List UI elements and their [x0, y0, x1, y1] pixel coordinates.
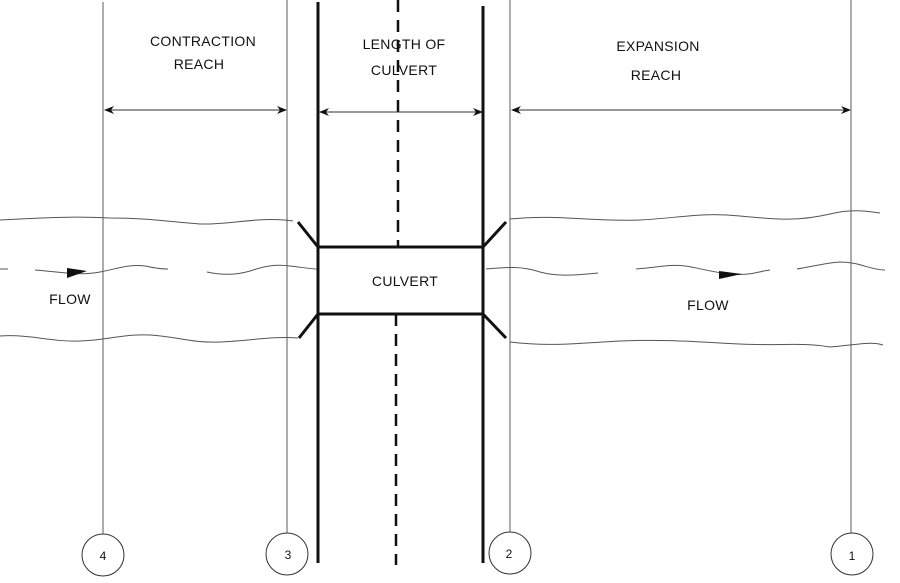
channel-bank-left-top — [0, 216, 294, 225]
culvert-label: CULVERT — [372, 273, 438, 289]
cross-section-marker-4: 4 — [81, 533, 125, 577]
channel-bank-right-bottom — [509, 339, 884, 348]
wingwall-upstream-top — [296, 221, 320, 248]
cross-section-label: 2 — [506, 547, 513, 561]
cross-section-marker-3: 3 — [265, 532, 309, 576]
flow-line-segment — [635, 264, 771, 275]
culvert-length-label-2: CULVERT — [371, 62, 437, 78]
cross-section-label: 4 — [100, 549, 107, 563]
flow-arrow-right — [719, 271, 742, 279]
expansion-reach-label-2: REACH — [631, 67, 682, 83]
expansion-reach-label: EXPANSION — [616, 38, 699, 54]
flow-label-left: FLOW — [49, 291, 91, 307]
culvert-length-label: LENGTH OF — [363, 36, 446, 52]
cross-section-marker-1: 1 — [830, 532, 874, 576]
flow-line-segment — [206, 264, 318, 275]
contraction-reach-label-2: REACH — [174, 56, 225, 72]
contraction-reach-label: CONTRACTION — [150, 33, 256, 49]
cross-section-marker-2: 2 — [488, 531, 532, 575]
flow-label-right: FLOW — [687, 297, 729, 313]
wingwall-downstream-bottom — [481, 312, 508, 340]
flow-line-segment — [34, 265, 169, 275]
wingwall-downstream-top — [481, 220, 508, 249]
wingwall-upstream-bottom — [297, 313, 320, 339]
flow-arrow-left — [67, 268, 87, 278]
channel-bank-left-bottom — [0, 334, 299, 343]
channel-bank-right-top — [509, 210, 881, 221]
cross-section-label: 3 — [285, 548, 292, 562]
culvert-box — [316, 245, 485, 316]
flow-line-segment — [796, 261, 886, 271]
cross-section-label: 1 — [849, 549, 856, 563]
flow-line-segment — [485, 267, 599, 276]
